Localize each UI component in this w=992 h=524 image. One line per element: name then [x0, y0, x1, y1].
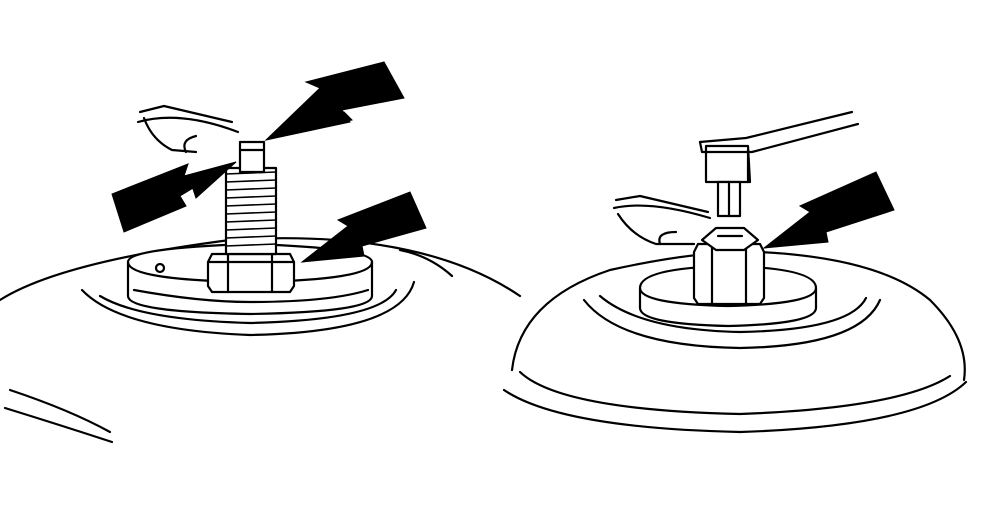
left-arrow-middle: [111, 161, 237, 233]
left-arrow-top: [264, 61, 405, 141]
right-nut: [692, 226, 766, 306]
right-arrow: [762, 171, 895, 249]
left-panel: [0, 61, 522, 444]
left-wrench: [136, 104, 240, 154]
right-panel: [502, 110, 968, 434]
right-wrench: [612, 194, 712, 246]
left-arrow-bottom: [300, 191, 427, 263]
right-socket-tool: [698, 110, 860, 218]
left-hex-nut: [206, 252, 296, 294]
left-threaded-stud: [224, 140, 278, 256]
